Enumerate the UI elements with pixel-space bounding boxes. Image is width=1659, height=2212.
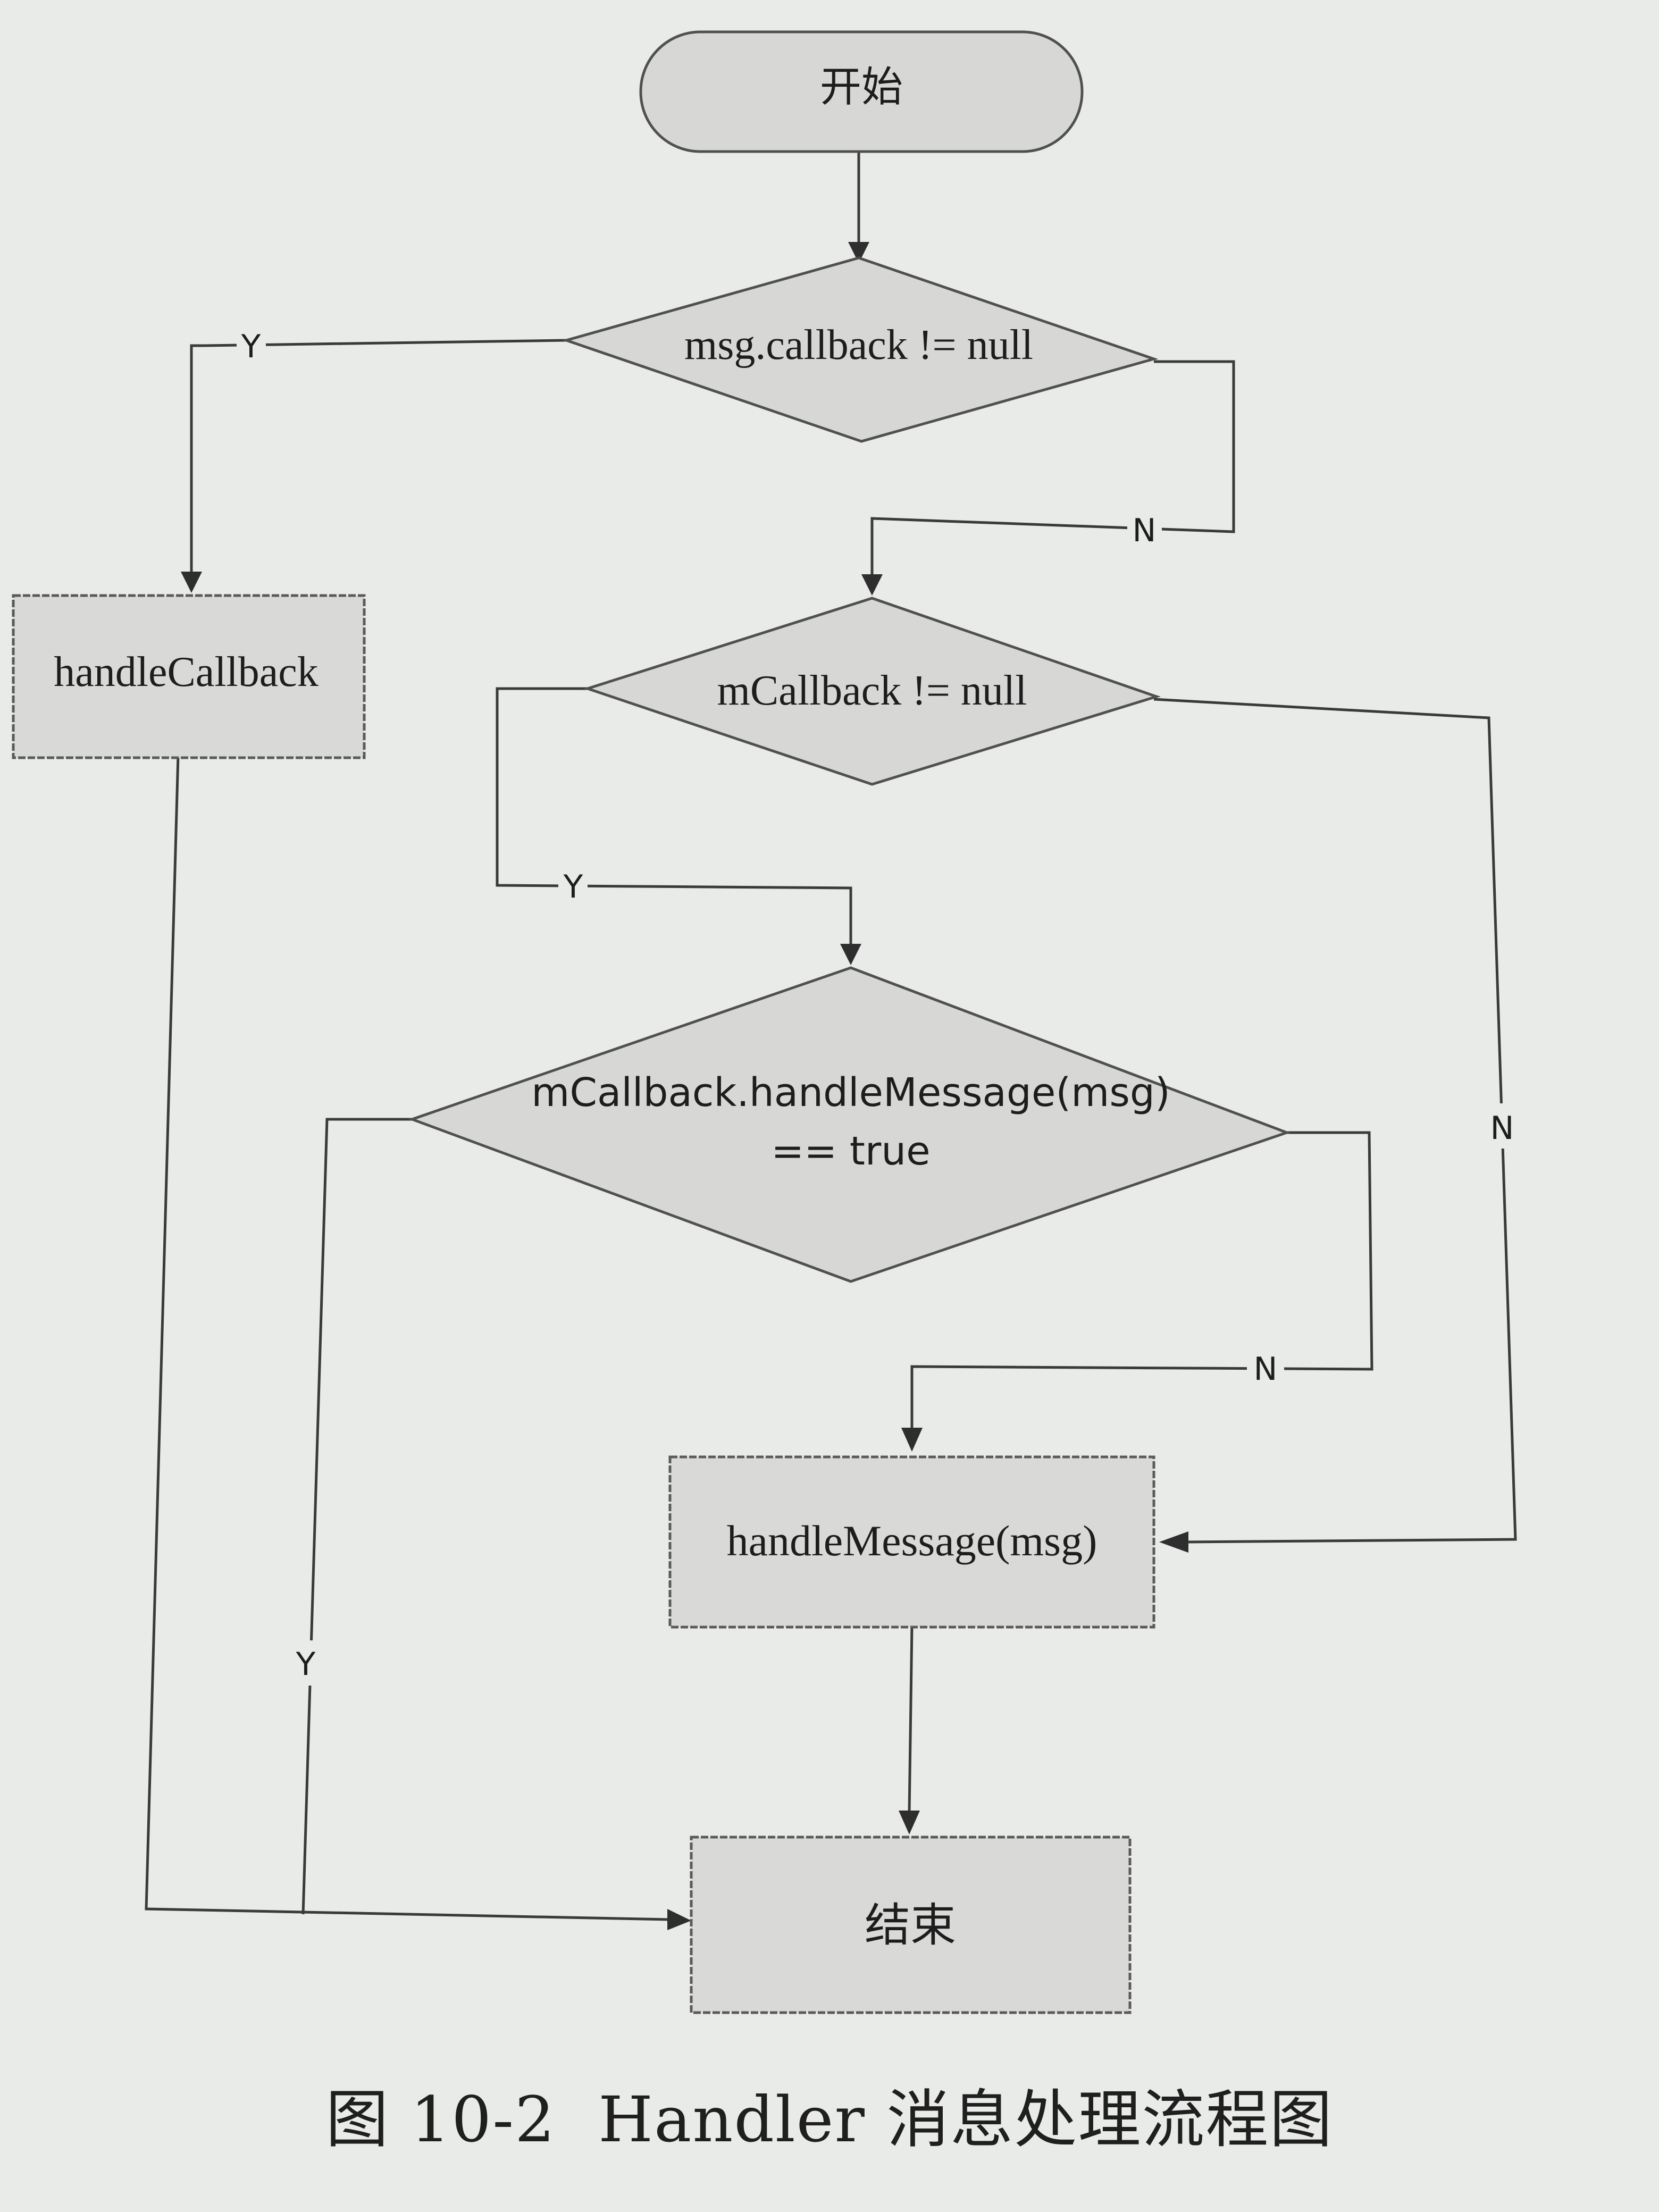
decision-mcallback-label: mCallback != null [717, 667, 1027, 714]
handle-message-label: handleMessage(msg) [727, 1516, 1097, 1565]
handle-callback-label: handleCallback [54, 649, 319, 696]
edge-d3-yes [301, 1118, 412, 1915]
start-label: 开始 [820, 63, 903, 111]
arrowhead [181, 572, 202, 593]
process-handle-callback: handleCallback [12, 594, 366, 759]
d3-yes-label: Y [296, 1646, 316, 1683]
figure-number: 图 10-2 [325, 2083, 556, 2156]
edge-d1-no [870, 360, 1235, 577]
arrowhead [901, 1428, 923, 1452]
d1-yes-label: Y [241, 328, 261, 365]
d1-no-label: N [1133, 512, 1157, 549]
d2-no-label: N [1490, 1110, 1514, 1147]
edge-hm-to-end [908, 1627, 914, 1814]
figure-title: Handler 消息处理流程图 [598, 2083, 1334, 2156]
end-label: 结束 [865, 1899, 956, 1952]
arrowhead [861, 574, 883, 596]
figure-caption: 图 10-2 Handler 消息处理流程图 [0, 2068, 1659, 2159]
edge-d2-yes [496, 687, 852, 946]
arrowhead [840, 944, 861, 965]
start-node: 开始 [639, 30, 1084, 153]
d3-no-label: N [1254, 1351, 1278, 1388]
arrowhead [667, 1909, 691, 1930]
decision-handle-message-true: mCallback.handleMessage(msg) == true [408, 966, 1291, 1283]
edge-hc-to-end [145, 755, 671, 1921]
arrowhead [899, 1811, 920, 1834]
edge-d1-yes [190, 339, 567, 574]
d2-yes-label: Y [563, 868, 583, 906]
arrowhead [848, 242, 869, 263]
decision-handle-message-line1: mCallback.handleMessage(msg) [531, 1070, 1170, 1116]
decision-msg-callback-label: msg.callback != null [684, 322, 1033, 368]
process-handle-message: handleMessage(msg) [668, 1455, 1155, 1629]
edge-labels: Y N Y N N Y [237, 324, 1521, 1686]
decision-handle-message-line2: == true [771, 1128, 930, 1174]
edge-d3-no [910, 1131, 1373, 1430]
arrowhead [1159, 1531, 1188, 1553]
decision-mcallback: mCallback != null [583, 597, 1161, 786]
end-node: 结束 [690, 1836, 1132, 2014]
decision-msg-callback: msg.callback != null [562, 256, 1159, 443]
